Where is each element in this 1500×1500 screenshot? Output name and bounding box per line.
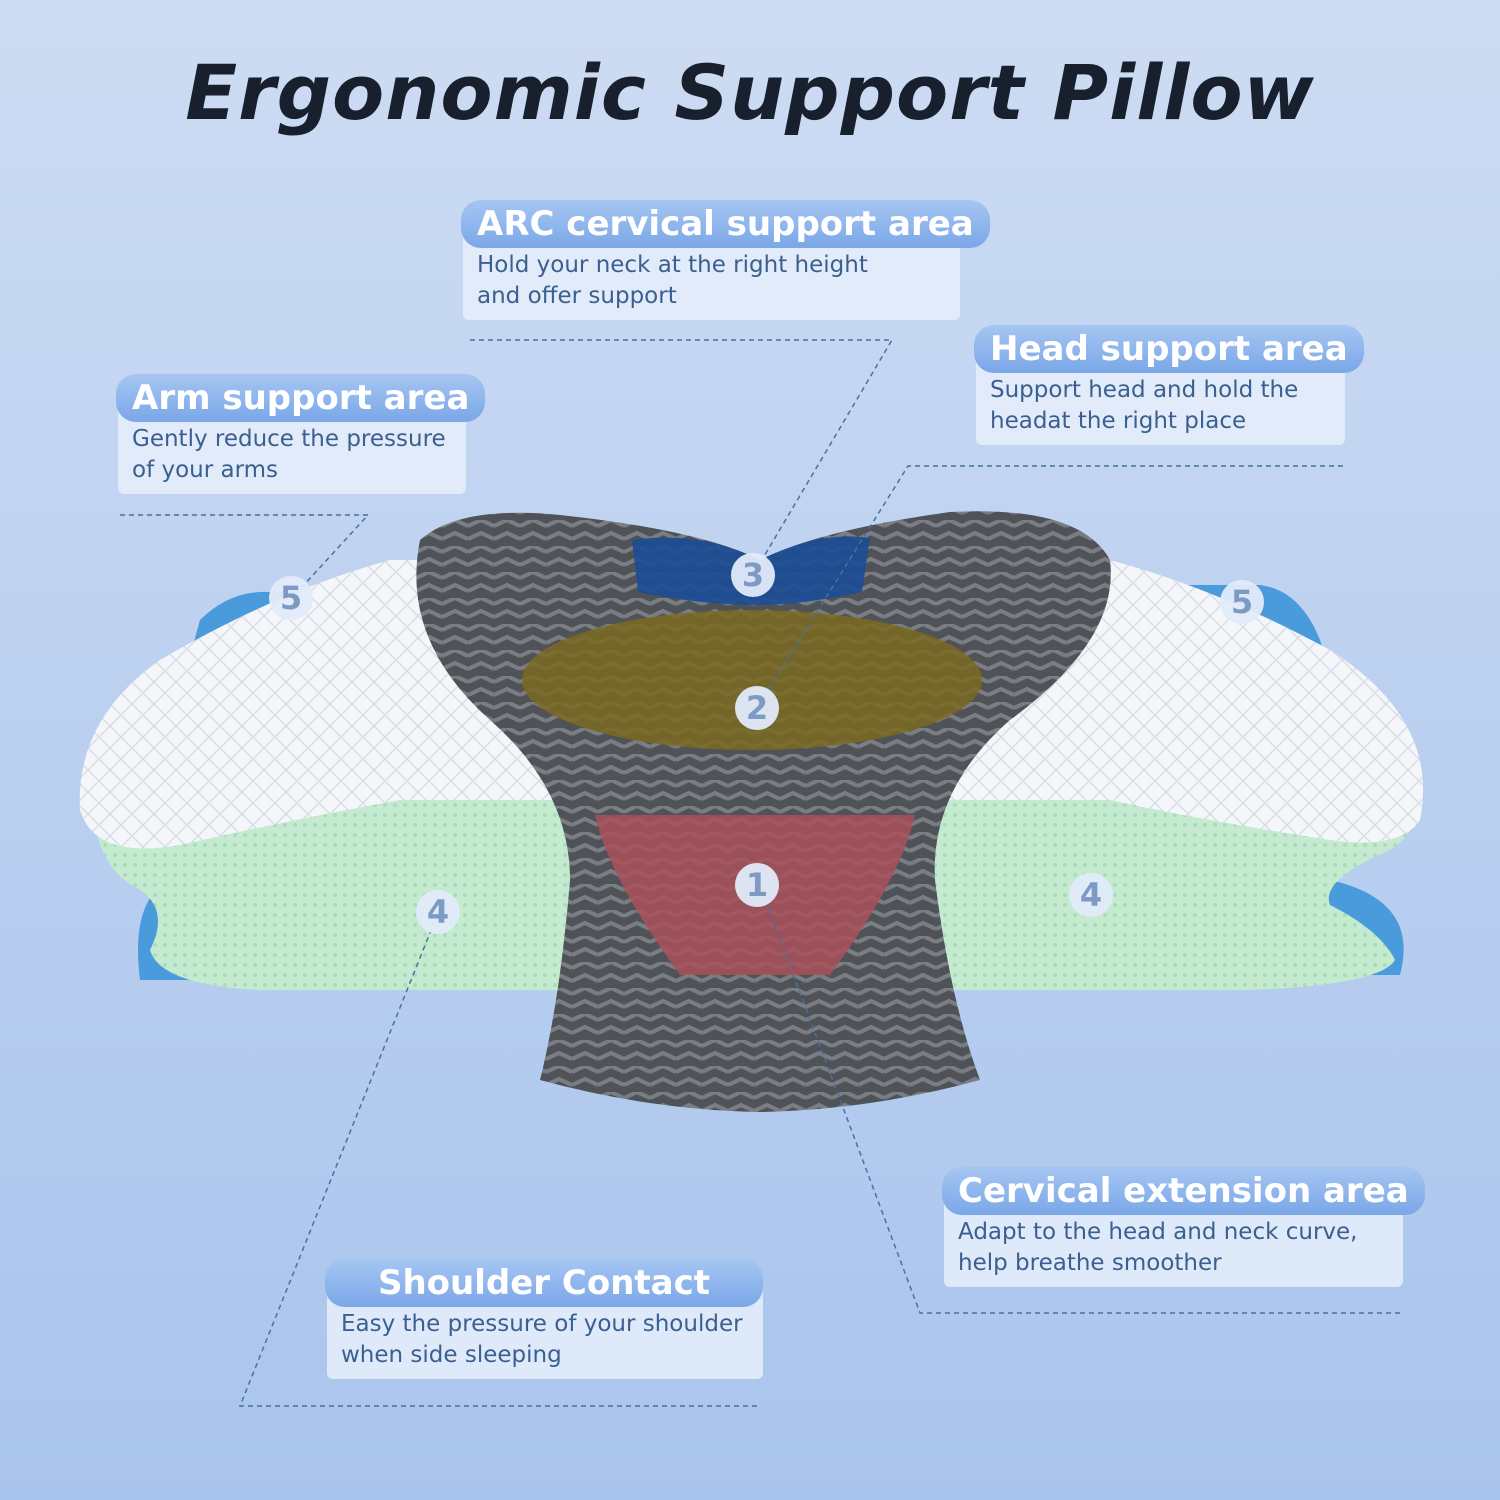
callout-shoulder-desc: Easy the pressure of your shoulder when …	[341, 1311, 743, 1368]
marker-4-right: 4	[1069, 873, 1113, 917]
page-title: Ergonomic Support Pillow	[185, 48, 1315, 137]
marker-3: 3	[731, 553, 775, 597]
marker-1: 1	[735, 863, 779, 907]
callout-head-support: Head support area Support head and hold …	[974, 325, 1364, 445]
callout-cervical-extension: Cervical extension area Adapt to the hea…	[942, 1167, 1425, 1287]
callout-arm-desc: Gently reduce the pressure of your arms	[132, 426, 446, 483]
callout-arc-desc: Hold your neck at the right height and o…	[477, 252, 868, 309]
callout-arm-support: Arm support area Gently reduce the press…	[116, 374, 486, 494]
marker-4-left: 4	[416, 890, 460, 934]
callout-cervical-desc: Adapt to the head and neck curve, help b…	[958, 1219, 1358, 1276]
zone-2-head-support	[522, 610, 982, 750]
callout-arc-cervical: ARC cervical support area Hold your neck…	[461, 200, 990, 320]
callout-cervical-heading: Cervical extension area	[942, 1167, 1425, 1215]
callout-head-heading: Head support area	[974, 325, 1364, 373]
callout-shoulder-heading: Shoulder Contact	[325, 1259, 763, 1307]
marker-2: 2	[735, 686, 779, 730]
callout-shoulder-contact: Shoulder Contact Easy the pressure of yo…	[325, 1259, 763, 1379]
callout-arc-heading: ARC cervical support area	[461, 200, 990, 248]
callout-arm-heading: Arm support area	[116, 374, 486, 422]
marker-5-right: 5	[1220, 580, 1264, 624]
marker-5-left: 5	[269, 576, 313, 620]
callout-head-desc: Support head and hold the headat the rig…	[990, 377, 1299, 434]
